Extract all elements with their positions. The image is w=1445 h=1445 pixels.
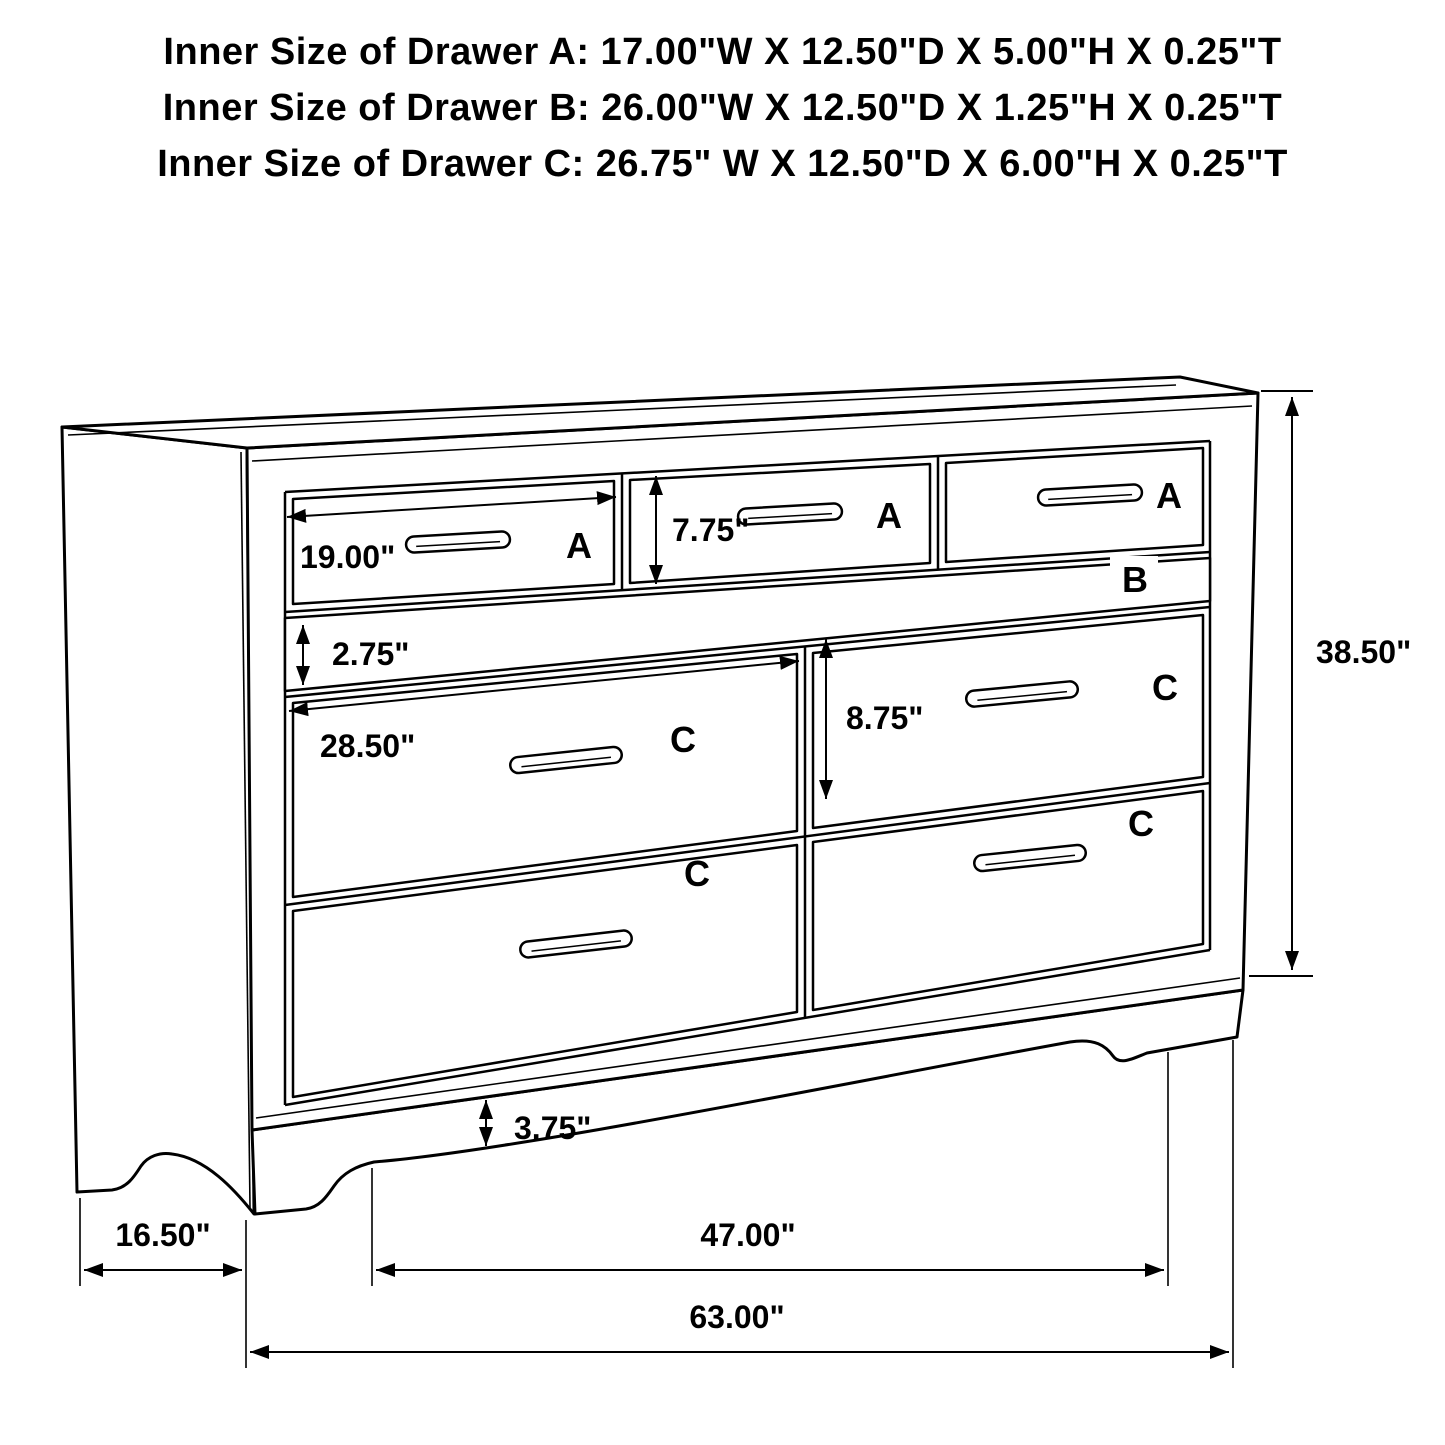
dim-arrow-drawer-a-width: [286, 491, 617, 523]
dim-label-drawer-c-width: 28.50": [320, 728, 415, 764]
dim-label-foot-height: 3.75": [514, 1110, 591, 1146]
dim-label-feet-span: 47.00": [700, 1217, 795, 1253]
label-drawer-b-backplate: [1110, 556, 1158, 600]
drawer-c-left-top-handle: [509, 745, 623, 775]
header-line-drawer-b: Inner Size of Drawer B: 26.00"W X 12.50"…: [162, 87, 1283, 129]
drawer-c-right-bottom-front: [811, 789, 1205, 1012]
front-skirt-and-feet: [250, 988, 1245, 1216]
drawer-a3-handle: [1036, 483, 1144, 507]
drawer-c-right-bottom-handle: [973, 843, 1087, 873]
grid-line-c-middle: [284, 781, 1211, 907]
dim-label-overall-width: 63.00": [689, 1299, 784, 1335]
grid-line-c-bottom: [284, 948, 1211, 1107]
front-left-corner-line: [240, 451, 251, 1209]
drawer-grid: [283, 439, 1212, 1107]
label-drawer-c-left-top: C: [670, 719, 696, 760]
drawer-a2-handle: [736, 502, 844, 526]
drawer-letter-labels: A A A B C C C C: [566, 475, 1182, 894]
drawer-c-right-top-handle: [964, 680, 1080, 708]
dimension-annotations: 19.00" 7.75" 2.75" 28.50" 8.75" 38.50" 3…: [79, 390, 1411, 1368]
dim-label-drawer-c-height: 8.75": [846, 700, 923, 736]
side-panel: [60, 425, 256, 1216]
label-drawer-c-left-bottom: C: [684, 853, 710, 894]
drawer-c-right-top-front: [811, 613, 1205, 830]
dim-label-overall-height: 38.50": [1316, 634, 1411, 670]
label-drawer-a2: A: [876, 495, 902, 536]
grid-line-a-bottom: [284, 550, 1211, 614]
drawer-a1-handle: [404, 530, 512, 554]
label-drawer-b: B: [1122, 559, 1148, 600]
dim-label-drawer-a-width: 19.00": [300, 539, 395, 575]
label-drawer-a3: A: [1156, 475, 1182, 516]
grid-line-top: [284, 439, 1211, 494]
top-bevel-line: [251, 405, 1253, 462]
dim-label-side-depth: 16.50": [115, 1217, 210, 1253]
drawer-c-left-bottom-handle: [519, 929, 633, 959]
top-back-edge-line: [67, 384, 1177, 436]
drawer-size-header: Inner Size of Drawer A: 17.00"W X 12.50"…: [0, 24, 1445, 192]
dim-arrow-drawer-c-width: [288, 655, 800, 717]
label-drawer-c-right-top: C: [1152, 667, 1178, 708]
drawer-c-left-bottom-front: [291, 843, 799, 1099]
bottom-rail-molding-line: [255, 977, 1241, 1119]
header-line-drawer-a: Inner Size of Drawer A: 17.00"W X 12.50"…: [163, 31, 1282, 73]
label-drawer-c-right-bottom: C: [1128, 803, 1154, 844]
dim-label-drawer-a-height: 7.75": [672, 512, 749, 548]
label-drawer-a1: A: [566, 525, 592, 566]
header-line-drawer-c: Inner Size of Drawer C: 26.75" W X 12.50…: [157, 143, 1288, 185]
dim-label-drawer-b-height: 2.75": [332, 636, 409, 672]
